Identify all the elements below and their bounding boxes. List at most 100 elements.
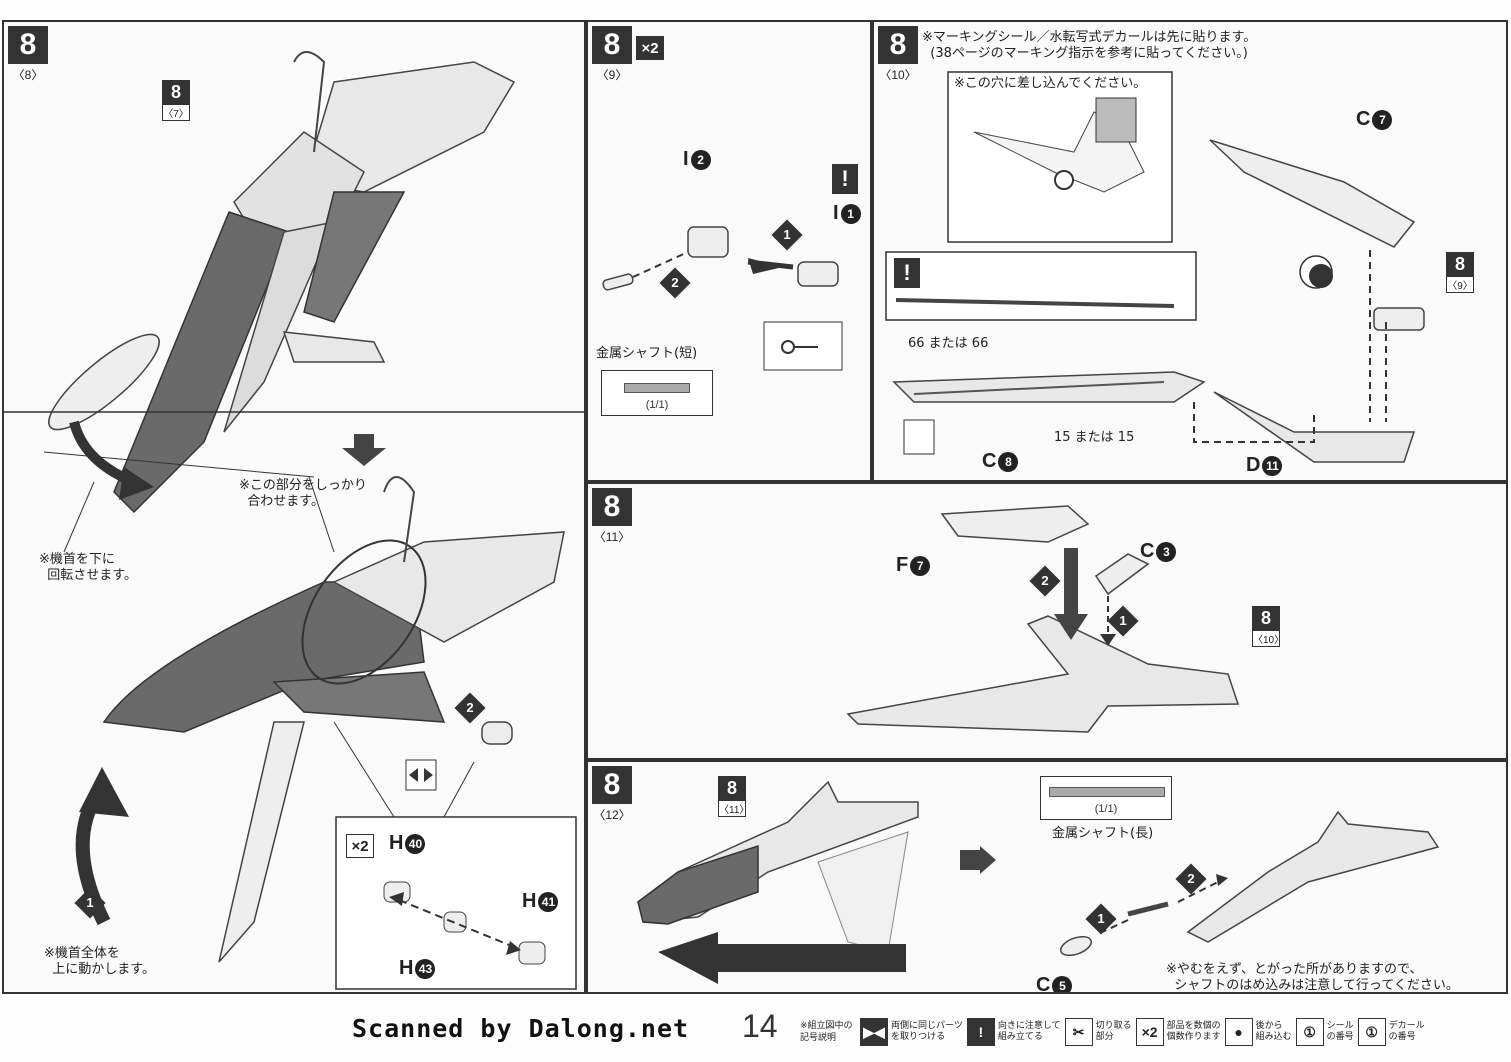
multiply-badge: ×2 bbox=[636, 36, 664, 60]
step-badge: 8 〈10〉 bbox=[878, 26, 918, 83]
step-sub: 〈11〉 bbox=[593, 530, 631, 544]
callout-2: 2 bbox=[454, 692, 486, 724]
legend-text: デカール の番号 bbox=[1388, 1021, 1425, 1042]
multiply-icon: ×2 bbox=[1135, 1018, 1164, 1046]
step-number: 8 bbox=[592, 488, 632, 526]
seal-15-label: 15 または 15 bbox=[1054, 430, 1135, 445]
callout-1: 1 bbox=[1085, 903, 1117, 935]
shaft-ratio: (1/1) bbox=[1094, 803, 1118, 815]
legend-item-multiply: ×2 部品を数個の 個数作ります bbox=[1135, 1018, 1221, 1046]
legend-text: 両側に同じパーツ を取りつける bbox=[891, 1021, 963, 1042]
multiply-badge: ×2 bbox=[346, 834, 374, 858]
cut-icon: ✂ bbox=[1064, 1018, 1093, 1046]
note-insert-hole: ※この穴に差し込んでください。 bbox=[954, 76, 1147, 91]
upper-nose-assembly bbox=[48, 51, 516, 514]
legend-text: 後から 組み込む bbox=[1255, 1021, 1292, 1042]
ref-number: 8 bbox=[1446, 252, 1474, 276]
legend-item-seal: ① シール の番号 bbox=[1295, 1018, 1354, 1046]
step-sub: 〈8〉 bbox=[12, 68, 44, 82]
lower-nose-assembly bbox=[102, 476, 565, 963]
callout-2: 2 bbox=[1175, 863, 1207, 895]
scan-credit: Scanned by Dalong.net bbox=[352, 1014, 690, 1043]
shaft-ratio: (1/1) bbox=[645, 399, 669, 411]
panel-9-illustration bbox=[602, 226, 843, 371]
cut-icon bbox=[903, 419, 935, 455]
step-sub: 〈10〉 bbox=[879, 68, 917, 82]
panel-8-illustration bbox=[4, 51, 584, 990]
note-shaft-warning: ※やむをえず、とがった所がありますので、 シャフトのはめ込みは注意して行ってくだ… bbox=[1166, 962, 1459, 993]
ref-sub: 〈11〉 bbox=[718, 800, 749, 817]
legend-item-cut: ✂ 切り取る 部分 bbox=[1064, 1018, 1132, 1046]
decal-icon: ① bbox=[1357, 1018, 1386, 1046]
metal-shaft-short bbox=[624, 383, 690, 393]
shaft-label-long: 金属シャフト(長) bbox=[1052, 826, 1154, 841]
step-number: 8 bbox=[592, 766, 632, 804]
page-number: 14 bbox=[742, 1008, 778, 1044]
ref-number: 8 bbox=[162, 80, 190, 104]
ref-badge: 8 〈11〉 bbox=[718, 776, 749, 817]
seal-icon: ① bbox=[1295, 1018, 1324, 1046]
step-sub: 〈12〉 bbox=[593, 808, 631, 822]
step-badge: 8 〈9〉 bbox=[592, 26, 632, 83]
note-rotate-nose: ※機首を下に 回転させます。 bbox=[39, 552, 137, 583]
panel-step-8-12: 8 〈12〉 8 〈11〉 (1/1) 金属シャフト(長) 1 2 bbox=[586, 760, 1508, 994]
panel-10-illustration bbox=[885, 71, 1425, 463]
legend-intro: ※組立図中の 記号説明 bbox=[800, 1021, 853, 1043]
legend-item-warning: ! 向きに注意して 組み立てる bbox=[966, 1018, 1061, 1046]
note-fit-part: ※この部分をしっかり 合わせます。 bbox=[239, 478, 367, 509]
panel-step-8: 8 〈8〉 8 〈7〉 bbox=[2, 20, 586, 994]
shaft-label: 金属シャフト(短) bbox=[596, 346, 698, 361]
ref-badge: 8 〈7〉 bbox=[162, 80, 190, 121]
warning-icon: ! bbox=[832, 164, 858, 194]
legend-text: 向きに注意して 組み立てる bbox=[997, 1021, 1061, 1042]
step-badge: 8 〈11〉 bbox=[592, 488, 632, 545]
next-arrow bbox=[980, 846, 996, 874]
callout-1: 1 bbox=[1107, 605, 1139, 637]
warning-icon: ! bbox=[966, 1018, 995, 1046]
panel-12-illustration bbox=[637, 780, 1440, 984]
callout-2: 2 bbox=[659, 267, 691, 299]
callout-1: 1 bbox=[771, 219, 803, 251]
callout-1: 1 bbox=[74, 887, 106, 919]
seal-66-label: 66 または 66 bbox=[908, 336, 989, 351]
callout-2: 2 bbox=[1029, 565, 1061, 597]
arrow-down-2 bbox=[1064, 548, 1078, 618]
step-badge: 8 〈8〉 bbox=[8, 26, 48, 83]
symbol-legend: ※組立図中の 記号説明 ▶◀ 両側に同じパーツ を取りつける ! 向きに注意して… bbox=[800, 1006, 1508, 1058]
warning-inset bbox=[885, 251, 1197, 321]
legend-item-decal: ① デカール の番号 bbox=[1357, 1018, 1425, 1046]
warning-icon: ! bbox=[894, 258, 920, 288]
step-number: 8 bbox=[8, 26, 48, 64]
legend-text: シール の番号 bbox=[1326, 1021, 1354, 1042]
step-number: 8 bbox=[878, 26, 918, 64]
ref-number: 8 bbox=[718, 776, 746, 800]
ref-sub: 〈9〉 bbox=[1446, 276, 1474, 293]
ref-number: 8 bbox=[1252, 606, 1280, 630]
down-arrow bbox=[342, 434, 386, 466]
note-move-nose: ※機首全体を 上に動かします。 bbox=[44, 946, 155, 977]
slide-left-arrow bbox=[658, 932, 906, 984]
shaft-box-long: (1/1) bbox=[1040, 776, 1172, 820]
legend-text: 切り取る 部分 bbox=[1095, 1021, 1132, 1042]
ref-badge: 8 〈10〉 bbox=[1252, 606, 1284, 647]
step-number: 8 bbox=[592, 26, 632, 64]
back-assembly-icon: ● bbox=[1224, 1018, 1253, 1046]
legend-item-mirror: ▶◀ 両側に同じパーツ を取りつける bbox=[860, 1018, 963, 1046]
panel-11-illustration bbox=[846, 505, 1240, 733]
panel-step-8-10: 8 〈10〉 ※マーキングシール／水転写式デカールは先に貼ります。 (38ページ… bbox=[872, 20, 1508, 482]
note-marking: ※マーキングシール／水転写式デカールは先に貼ります。 (38ページのマーキング指… bbox=[922, 30, 1257, 61]
fit-highlight-ellipse bbox=[301, 539, 427, 685]
